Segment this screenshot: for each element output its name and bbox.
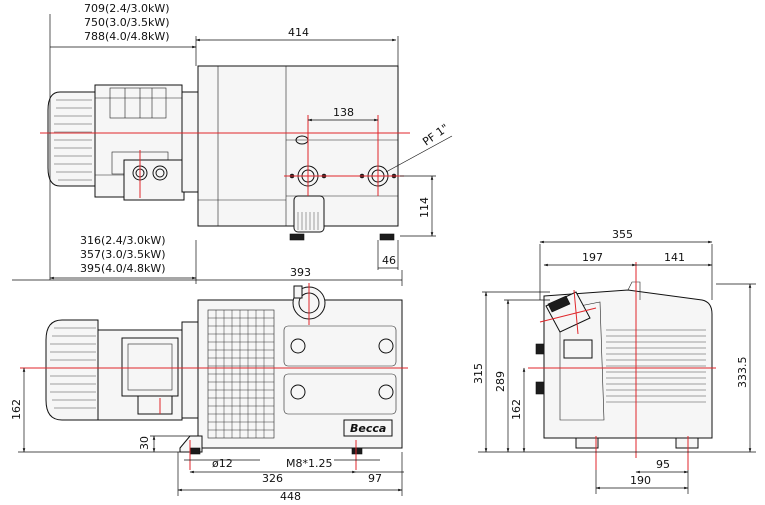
dim-overall-3: 788(4.0/4.8kW) [84,30,170,43]
dim-motor-len-3: 395(4.0/4.8kW) [80,262,166,275]
dim-port-thread: PF 1" [420,121,451,148]
dim-motor-len-1: 316(2.4/3.0kW) [80,234,166,247]
dim-side-h-289: 289 [494,371,507,392]
side-view [528,262,716,470]
coupling-housing-top [181,91,199,193]
dim-foot-height: 30 [138,436,151,450]
dim-bolt-thread: M8*1.25 [286,457,332,470]
side-housing [543,289,713,439]
dim-base-length: 448 [280,490,301,503]
motor-fan-cover-top [47,91,96,187]
dim-side-foot-190: 190 [630,474,651,487]
front-view-dimensions [18,367,404,496]
brand-logo: Becca [350,422,386,435]
dim-side-right: 141 [664,251,685,264]
dim-bolt-dia: ø12 [212,457,233,470]
dim-port-spacing: 138 [333,106,354,119]
side-label-plate [563,339,593,359]
dim-overall-1: 709(2.4/3.0kW) [84,2,170,15]
dim-side-h-162: 162 [510,399,523,420]
dim-port-offset: 46 [382,254,396,267]
dim-port-height: 114 [418,197,431,218]
dim-side-left: 197 [582,251,603,264]
dim-overall-2: 750(3.0/3.5kW) [84,16,170,29]
top-view-dimensions [12,14,453,286]
brand-plate [343,419,393,437]
dim-width-393: 393 [290,266,311,279]
dim-side-h-333: 333.5 [736,357,749,389]
motor-fan-cover-front [45,319,99,421]
terminal-box-top [123,159,185,201]
side-view-dimensions [478,240,756,494]
dim-foot-offset: 97 [368,472,382,485]
dim-motor-len-2: 357(3.0/3.5kW) [80,248,166,261]
top-view [40,65,410,241]
dim-side-foot-95: 95 [656,458,670,471]
dim-pump-length: 414 [288,26,309,39]
dim-side-h-315: 315 [472,363,485,384]
dim-side-width: 355 [612,228,633,241]
terminal-box-front [121,337,179,397]
filter-cap-top [293,195,325,233]
front-view: Becca [20,283,408,470]
dim-center-162-front: 162 [10,399,23,420]
dim-foot-spacing: 326 [262,472,283,485]
